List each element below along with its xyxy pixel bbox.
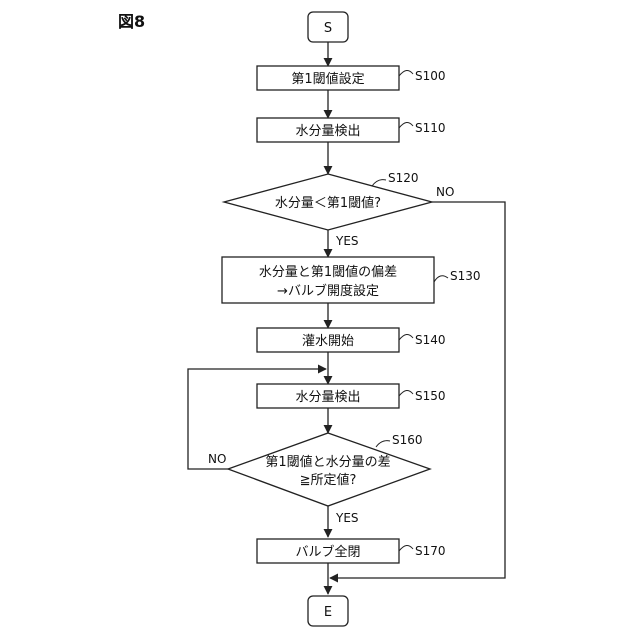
decision-s120-label: 水分量＜第1閾値?: [275, 195, 381, 211]
step-label-s170: S170: [415, 544, 446, 558]
step-label-s100: S100: [415, 69, 446, 83]
leader-s150: [399, 390, 413, 396]
branch-s160-yes: YES: [335, 511, 359, 525]
branch-s120-no: NO: [436, 185, 454, 199]
leader-s110: [399, 122, 413, 128]
decision-s160-label-line1: 第1閾値と水分量の差: [265, 454, 390, 470]
process-s110-label: 水分量検出: [295, 124, 360, 139]
process-s150-label: 水分量検出: [295, 390, 360, 405]
step-label-s120: S120: [388, 171, 419, 185]
process-s130-label-line2: →バルブ開度設定: [277, 283, 379, 299]
leader-s100: [399, 70, 413, 76]
leader-s160: [376, 441, 390, 447]
figure-title: 図8: [118, 12, 145, 31]
end-label: E: [324, 605, 332, 620]
process-s170-label: バルブ全閉: [295, 544, 360, 560]
process-s140-label: 灌水開始: [302, 334, 354, 349]
decision-s160-label-line2: ≧所定値?: [300, 472, 357, 488]
step-label-s140: S140: [415, 333, 446, 347]
leader-s130: [434, 276, 448, 282]
leader-s140: [399, 334, 413, 340]
process-s100-label: 第1閾値設定: [291, 71, 364, 87]
step-label-s160: S160: [392, 433, 423, 447]
branch-s120-yes: YES: [335, 234, 359, 248]
step-label-s110: S110: [415, 121, 446, 135]
start-label: S: [324, 21, 332, 36]
leader-s120: [372, 180, 386, 186]
step-label-s130: S130: [450, 269, 481, 283]
process-s130-label-line1: 水分量と第1閾値の偏差: [259, 264, 397, 280]
branch-s160-no: NO: [208, 452, 226, 466]
step-label-s150: S150: [415, 389, 446, 403]
leader-s170: [399, 545, 413, 551]
